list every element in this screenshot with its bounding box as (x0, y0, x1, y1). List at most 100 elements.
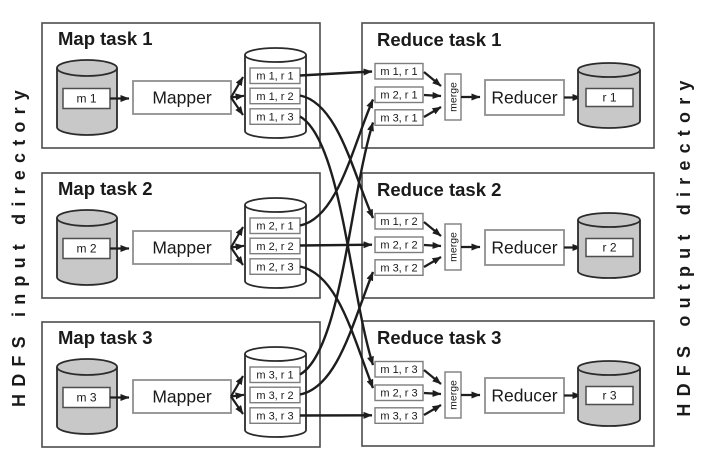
input-file-cylinder-top-icon (56, 59, 118, 77)
input-split-label: m 2 (76, 242, 96, 256)
shuffle-arrows (299, 68, 375, 419)
mapper-to-partition-arrow (230, 226, 244, 249)
reducer-label: Reducer (491, 238, 557, 258)
map-task-title: Map task 2 (58, 178, 153, 199)
shuffle-input-label: m 1, r 2 (380, 216, 417, 228)
partition-box (249, 366, 301, 384)
shuffle-input-box (374, 212, 424, 230)
input-file-cylinder-top-icon (56, 209, 118, 227)
partition-label: m 2, r 3 (256, 261, 293, 273)
output-file-box (585, 237, 634, 258)
shuffle-input-label: m 2, r 3 (380, 388, 417, 400)
reducer-box (484, 377, 565, 414)
reducer-box (484, 79, 565, 116)
shuffle-arrow-m2-r3 (299, 265, 375, 389)
mapper-to-partition-arrow (230, 246, 244, 266)
partition-box (249, 386, 301, 404)
shuffle-input-label: m 3, r 3 (380, 410, 417, 422)
output-file-cylinder-top-icon (577, 62, 641, 78)
mapper-to-partition-arrow (230, 375, 244, 398)
reduce-task-title: Reduce task 3 (377, 327, 501, 348)
shuffle-arrow-m3-r2 (299, 271, 375, 396)
mapper-label: Mapper (152, 88, 212, 108)
output-file-box (585, 87, 634, 108)
shuffle-input-label: m 1, r 1 (380, 66, 417, 78)
merge-label: merge (448, 380, 460, 410)
mapper-to-partition-arrow (230, 93, 245, 101)
input-split-label: m 3 (76, 391, 96, 405)
shuffle-arrow-m3-r1 (299, 122, 375, 376)
input-file-cylinder-top-icon (56, 358, 118, 376)
output-file-cylinder-top-icon (577, 212, 641, 228)
hdfs-output-directory-label: HDFS output directory (674, 73, 694, 416)
mapper-box (132, 230, 232, 265)
input-to-merge-arrow (423, 106, 442, 118)
output-file-label: r 2 (602, 241, 616, 255)
shuffle-input-box (374, 62, 424, 80)
shuffle-input-box (374, 407, 424, 425)
input-to-merge-arrow (423, 369, 442, 385)
reduce-task-2: Reduce task 2 m 1, r 2 m 2, r 2 m 3, r 2… (361, 172, 655, 299)
partition-box (249, 407, 301, 425)
reducer-label: Reducer (491, 88, 557, 108)
map-output-cylinder-top-icon (244, 346, 307, 362)
partition-box (249, 67, 301, 85)
map-task-title: Map task 1 (58, 28, 153, 49)
map-task-2: Map task 2 m 2 Mapper m 2, r 1 m 2, r 2 … (41, 172, 321, 299)
output-file-cylinder-top-icon (577, 360, 641, 376)
shuffle-input-box (374, 360, 424, 378)
input-split-label: m 1 (76, 92, 96, 106)
shuffle-input-label: m 1, r 3 (380, 364, 417, 376)
shuffle-input-box (374, 236, 424, 254)
shuffle-arrow-m1-r1 (299, 68, 373, 77)
mapper-to-partition-arrow (230, 243, 245, 251)
mapper-to-partition-arrow (230, 395, 244, 415)
input-to-merge-arrow (423, 256, 442, 268)
mapper-label: Mapper (152, 387, 212, 407)
input-to-merge-arrow (423, 92, 442, 99)
partition-label: m 1, r 3 (256, 111, 293, 123)
reduce-task-1: Reduce task 1 m 1, r 1 m 2, r 1 m 3, r 1… (361, 22, 655, 149)
output-file-label: r 3 (602, 389, 616, 403)
mapper-box (132, 80, 232, 115)
input-to-merge-arrow (423, 221, 442, 237)
input-to-merge-arrow (423, 404, 442, 416)
reduce-task-3: Reduce task 3 m 1, r 3 m 2, r 3 m 3, r 3… (361, 320, 655, 447)
partition-label: m 3, r 2 (256, 390, 293, 402)
input-to-merge-arrow (423, 390, 442, 397)
mapper-to-partition-arrow (230, 392, 245, 400)
hdfs-input-directory-label: HDFS input directory (9, 83, 29, 407)
partition-label: m 2, r 2 (256, 241, 293, 253)
output-file-label: r 1 (602, 91, 616, 105)
partition-label: m 2, r 1 (256, 221, 293, 233)
merge-label: merge (448, 82, 460, 112)
shuffle-input-label: m 3, r 2 (380, 262, 417, 274)
shuffle-input-label: m 2, r 2 (380, 240, 417, 252)
shuffle-arrow-m1-r2 (299, 94, 375, 219)
input-to-merge-arrow (423, 71, 442, 87)
partition-box (249, 237, 301, 255)
map-output-cylinder-top-icon (244, 47, 307, 63)
shuffle-input-box (374, 384, 424, 402)
merge-label: merge (448, 232, 460, 262)
shuffle-arrow-m2-r2 (299, 241, 373, 249)
shuffle-input-label: m 2, r 1 (380, 90, 417, 102)
partition-label: m 3, r 3 (256, 410, 293, 422)
shuffle-input-box (374, 259, 424, 277)
output-file-box (585, 385, 634, 406)
map-task-3: Map task 3 m 3 Mapper m 3, r 1 m 3, r 2 … (41, 321, 321, 448)
partition-label: m 1, r 1 (256, 71, 293, 83)
input-to-merge-arrow (423, 242, 442, 249)
shuffle-arrow-m1-r3 (299, 115, 375, 366)
mapper-label: Mapper (152, 238, 212, 258)
shuffle-input-label: m 3, r 1 (380, 112, 417, 124)
mapper-to-partition-arrow (230, 76, 244, 99)
partition-label: m 1, r 2 (256, 91, 293, 103)
reduce-task-title: Reduce task 2 (377, 179, 501, 200)
partition-label: m 3, r 1 (256, 370, 293, 382)
reducer-label: Reducer (491, 386, 557, 406)
partition-box (249, 217, 301, 235)
map-task-1: Map task 1 m 1 Mapper m 1, r 1 m 1, r 2 … (41, 22, 321, 149)
reduce-task-title: Reduce task 1 (377, 29, 501, 50)
